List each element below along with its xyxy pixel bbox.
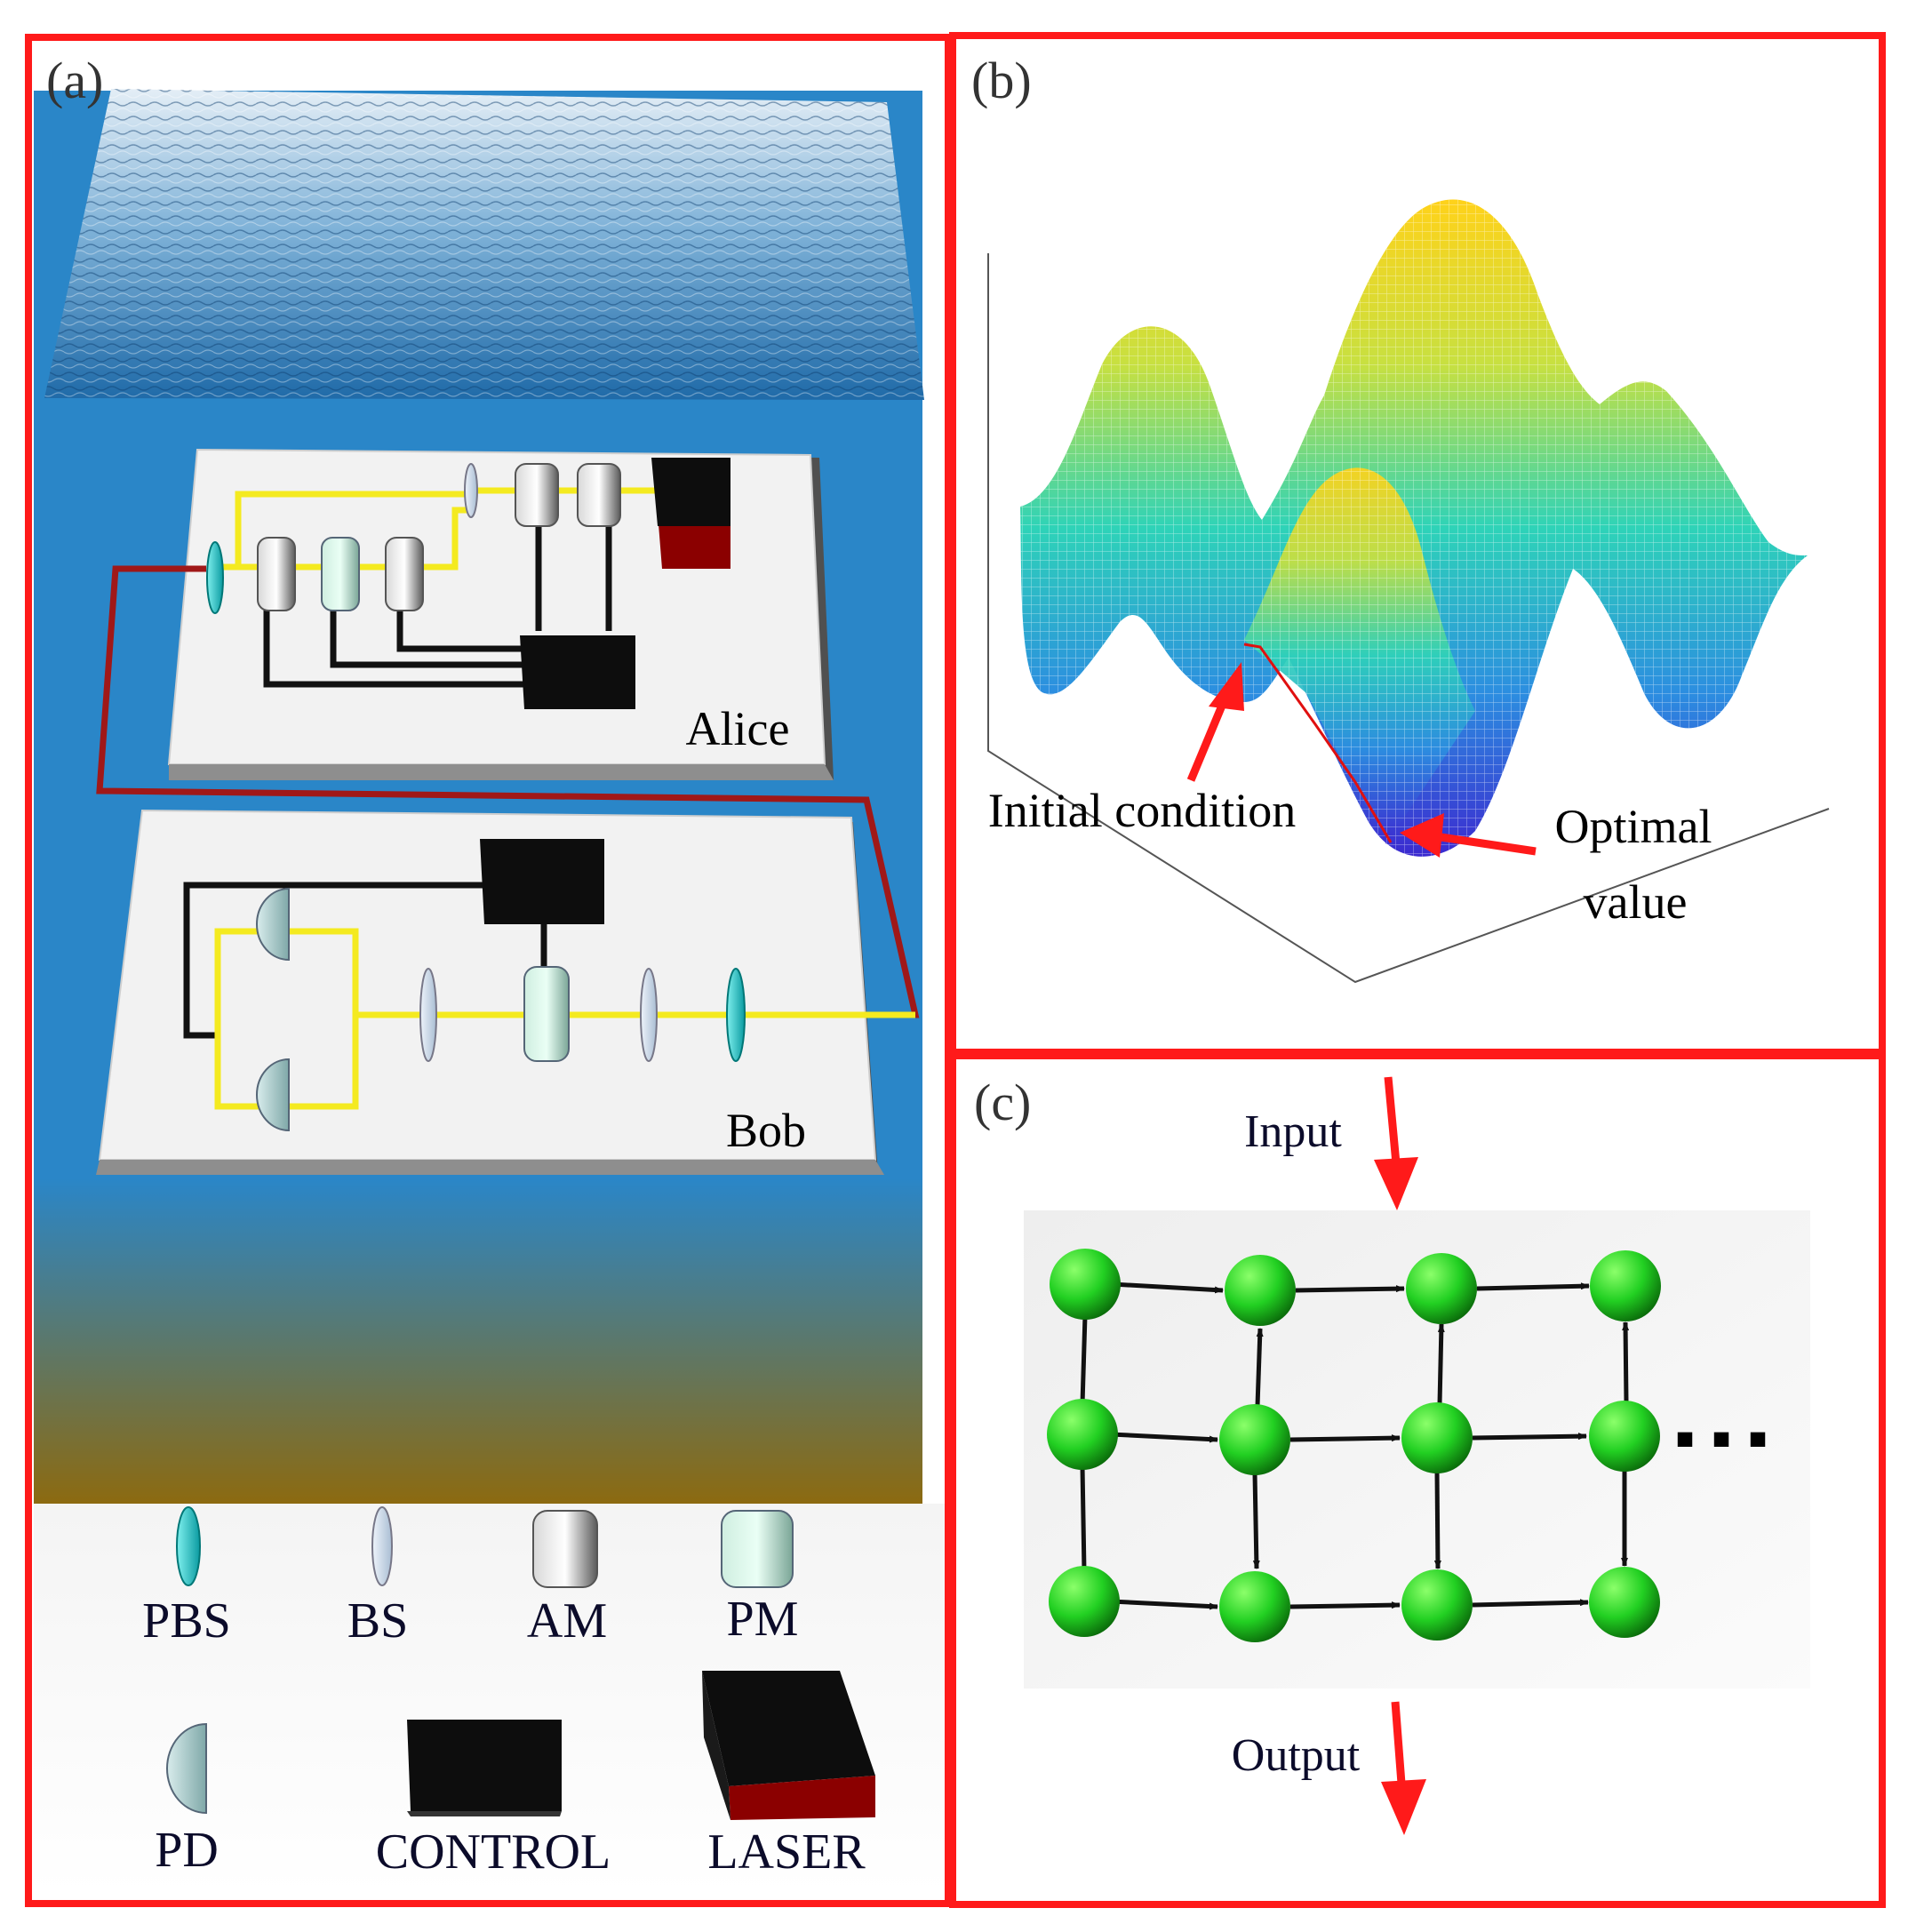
node [1050,1249,1121,1320]
legend-label-pm: PM [727,1592,799,1647]
panel-b: Initial condition Optimal value (b) [971,52,1830,984]
control-icon [407,1720,562,1811]
bob-label: Bob [726,1104,806,1157]
initial-condition-label: Initial condition [988,784,1296,837]
node [1590,1250,1661,1321]
bob-pd-1 [256,887,290,962]
panel-a-label: (a) [46,52,103,109]
optimal-arrow [1428,831,1537,856]
alice-am-4 [577,463,621,527]
input-arrow [1384,1076,1401,1174]
alice-bs [464,463,478,518]
legend: PBS BS AM PM PD CONTROL [142,1506,875,1880]
optimal-label-line1: Optimal [1555,800,1712,853]
panel-c-label: (c) [974,1074,1031,1131]
node [1049,1566,1120,1637]
panel-c: Input Output [974,1074,1810,1835]
bob-pd-2 [256,1058,290,1132]
alice-label: Alice [686,702,790,755]
bob-bs-2 [640,968,658,1062]
alice-laser [651,458,730,569]
pm-icon [721,1510,794,1588]
pd-icon [166,1722,207,1815]
node [1401,1569,1473,1641]
node [1589,1567,1660,1638]
pbs-icon [176,1506,201,1586]
alice-am-1 [257,537,296,611]
panel-frames [25,32,1886,1908]
ellipsis: ■ ■ ■ [1676,1423,1773,1456]
legend-bs: BS [347,1506,409,1649]
am-icon [532,1510,598,1588]
alice-pm [321,537,360,611]
alice-pbs [206,541,224,614]
panel-a: Alice [34,52,949,1895]
node [1225,1255,1296,1326]
surface-plot [1020,199,1808,857]
legend-label-pbs: PBS [142,1593,231,1649]
optimal-arrowhead [1400,813,1444,858]
alice-am-2 [385,537,424,611]
output-arrow [1391,1701,1407,1796]
bs-icon [371,1506,393,1586]
bob-bs [419,968,437,1062]
bob-pm [523,966,570,1062]
alice-control [520,635,635,709]
bob-pbs [726,968,746,1062]
optimal-label-line2: value [1584,875,1688,929]
legend-am: AM [527,1510,607,1649]
surface-axes [987,253,1830,984]
laser-icon [702,1671,875,1786]
legend-pd: PD [155,1722,219,1878]
node [1047,1399,1118,1470]
node [1219,1404,1290,1475]
bob-control [480,839,604,924]
panel-c-frame [949,1052,1886,1908]
legend-label-laser: LASER [707,1824,866,1880]
input-label: Input [1244,1106,1342,1157]
alice-board: Alice [167,448,834,780]
legend-label-bs: BS [347,1593,409,1649]
input-arrowhead [1374,1157,1418,1210]
legend-control: CONTROL [376,1720,611,1880]
legend-laser: LASER [702,1671,875,1880]
network-edges [1080,1281,1630,1610]
node [1219,1571,1290,1642]
descent-path [1243,643,1393,843]
node [1589,1401,1660,1472]
output-arrowhead [1381,1779,1426,1835]
node [1401,1402,1473,1473]
alice-am-3 [515,463,559,527]
panel-b-label: (b) [971,52,1032,109]
network-nodes [1047,1249,1661,1642]
sea-surface-texture [44,89,924,400]
bob-board: Bob [96,809,915,1175]
initial-arrowhead [1209,662,1244,711]
legend-pm: PM [721,1510,799,1647]
node [1406,1253,1477,1324]
legend-pbs: PBS [142,1506,231,1649]
legend-label-control: CONTROL [376,1824,611,1880]
legend-label-pd: PD [155,1823,219,1878]
panel-a-frame [25,34,952,1907]
output-label: Output [1232,1730,1361,1781]
legend-label-am: AM [527,1593,607,1649]
